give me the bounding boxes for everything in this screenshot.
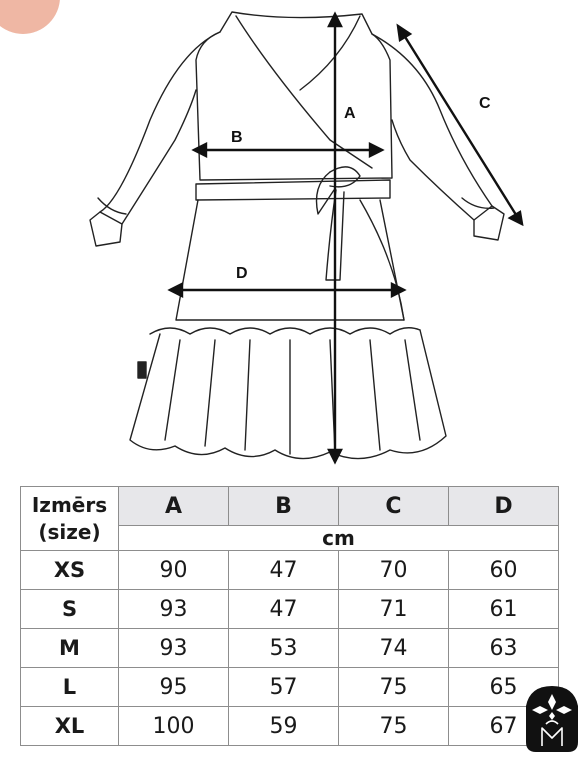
table-row: S 93 47 71 61 xyxy=(20,589,559,629)
value-a: 93 xyxy=(118,589,229,629)
measure-line-c xyxy=(400,31,520,219)
value-c: 75 xyxy=(338,667,449,707)
column-header-a: A xyxy=(118,486,229,526)
size-label: S xyxy=(20,589,119,629)
size-title-line2: (size) xyxy=(38,519,101,544)
table-header-row: Izmērs (size) A B C D xyxy=(20,486,559,551)
table-row: XL 100 59 75 67 xyxy=(20,706,559,746)
unit-row: cm xyxy=(21,525,559,551)
size-label: XS xyxy=(20,550,119,590)
dress-illustration: A B C D xyxy=(89,11,524,465)
value-b: 47 xyxy=(228,550,339,590)
value-a: 90 xyxy=(118,550,229,590)
value-d: 60 xyxy=(448,550,559,590)
measure-label-b: B xyxy=(231,129,243,146)
value-c: 75 xyxy=(338,706,449,746)
brand-logo-icon[interactable] xyxy=(522,684,582,754)
value-a: 100 xyxy=(118,706,229,746)
value-d: 63 xyxy=(448,628,559,668)
value-b: 53 xyxy=(228,628,339,668)
column-header-d: D xyxy=(448,486,559,526)
size-title-line1: Izmērs xyxy=(31,492,108,517)
value-c: 71 xyxy=(338,589,449,629)
value-b: 59 xyxy=(228,706,339,746)
value-a: 95 xyxy=(118,667,229,707)
measure-label-c: C xyxy=(479,95,491,112)
size-column-header: Izmērs (size) xyxy=(20,486,119,551)
value-b: 47 xyxy=(228,589,339,629)
value-a: 93 xyxy=(118,628,229,668)
size-label: M xyxy=(20,628,119,668)
unit-label: cm xyxy=(118,525,559,551)
value-d: 61 xyxy=(448,589,559,629)
size-table: Izmērs (size) A B C D cm XS 90 47 70 60 … xyxy=(20,486,559,746)
table-row: XS 90 47 70 60 xyxy=(20,550,559,590)
size-label: XL xyxy=(20,706,119,746)
size-label: L xyxy=(20,667,119,707)
value-c: 70 xyxy=(338,550,449,590)
measure-label-a: A xyxy=(344,105,356,122)
value-b: 57 xyxy=(228,667,339,707)
column-header-c: C xyxy=(338,486,449,526)
column-header-b: B xyxy=(228,486,339,526)
measure-label-d: D xyxy=(236,265,248,282)
table-row: M 93 53 74 63 xyxy=(20,628,559,668)
value-c: 74 xyxy=(338,628,449,668)
table-row: L 95 57 75 65 xyxy=(20,667,559,707)
